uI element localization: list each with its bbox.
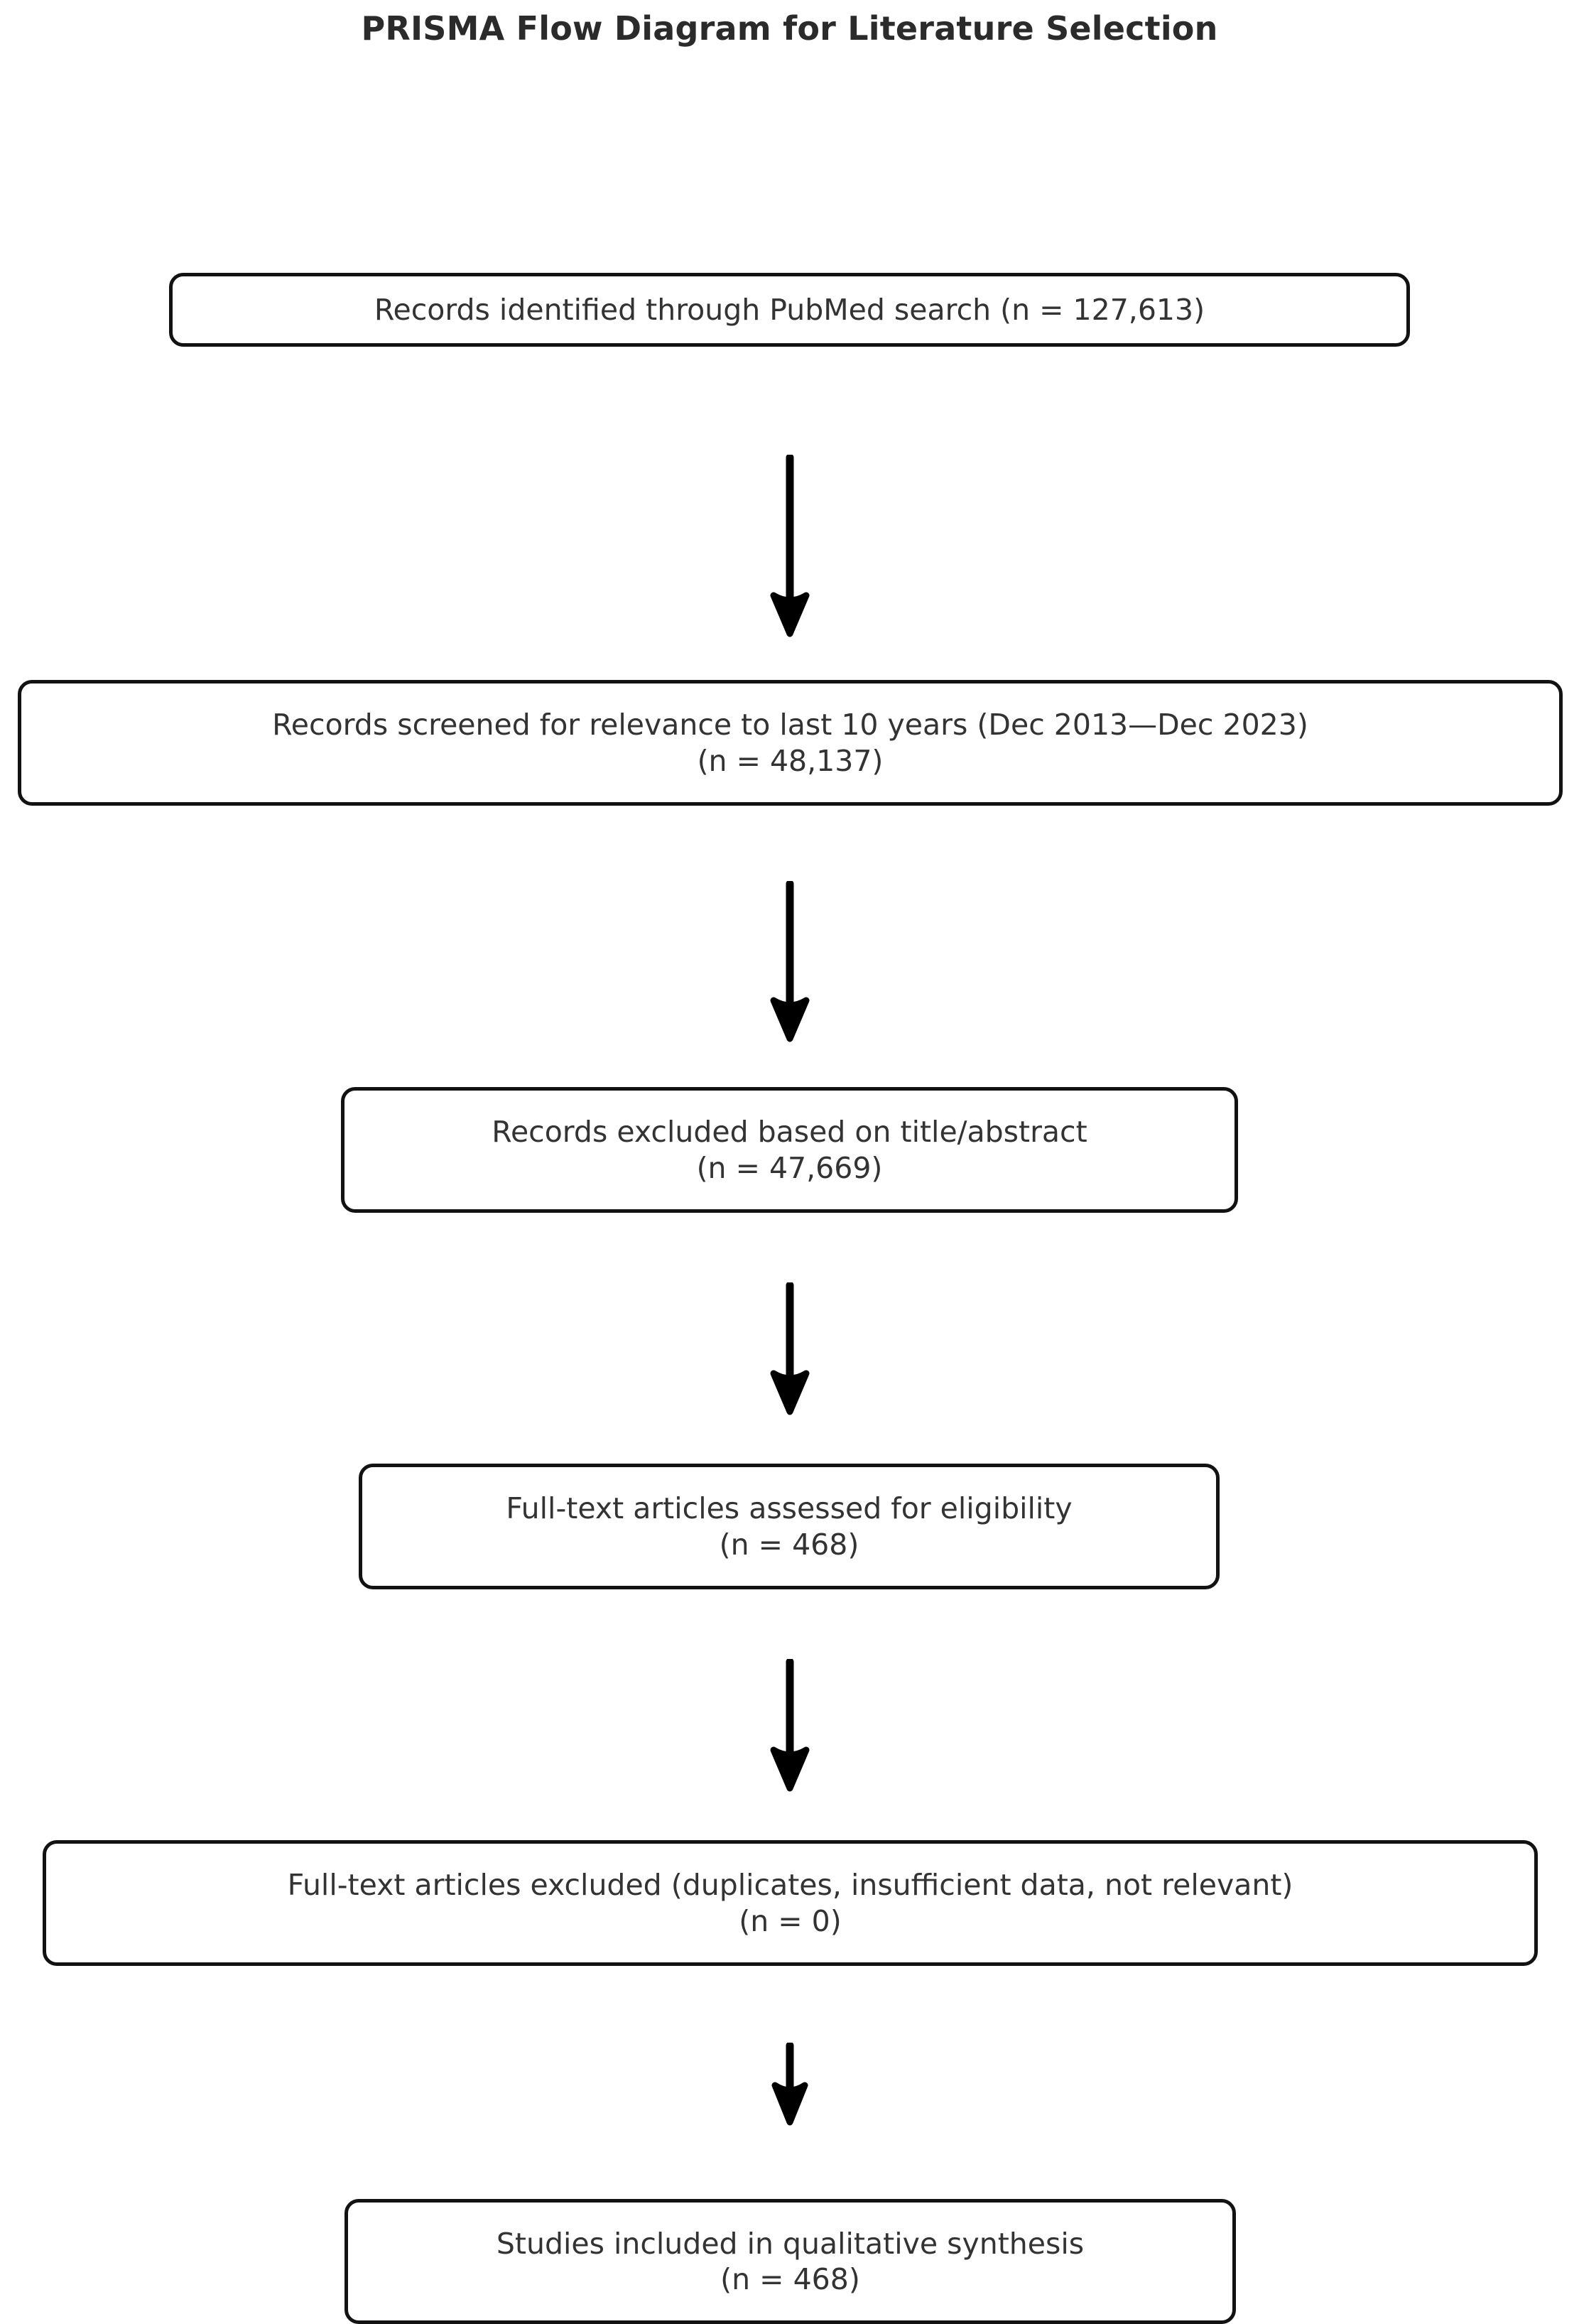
arrow-down-icon-2: [769, 881, 811, 1044]
arrow-down-icon-4: [769, 1659, 811, 1794]
flow-box-label: Full-text articles excluded (duplicates,…: [287, 1868, 1293, 1938]
flow-box-label: Records excluded based on title/abstract…: [492, 1115, 1087, 1185]
flow-box-label: Full-text articles assessed for eligibil…: [506, 1491, 1073, 1562]
flow-box-label: Records identified through PubMed search…: [374, 292, 1205, 327]
arrow-down-icon-5: [769, 2043, 811, 2128]
page-title: PRISMA Flow Diagram for Literature Selec…: [361, 9, 1218, 48]
flow-box-label: Records screened for relevance to last 1…: [272, 708, 1308, 778]
flow-box-records-excluded-title-abstract: Records excluded based on title/abstract…: [341, 1087, 1238, 1213]
flow-box-full-text-assessed: Full-text articles assessed for eligibil…: [359, 1464, 1220, 1589]
arrow-down-icon-3: [769, 1282, 811, 1417]
flow-box-records-screened: Records screened for relevance to last 1…: [18, 680, 1563, 806]
flow-box-records-identified: Records identified through PubMed search…: [169, 273, 1410, 347]
flow-box-studies-included: Studies included in qualitative synthesi…: [344, 2199, 1236, 2324]
arrow-down-icon-1: [769, 455, 811, 639]
flow-box-label: Studies included in qualitative synthesi…: [496, 2226, 1085, 2296]
flow-box-full-text-excluded: Full-text articles excluded (duplicates,…: [43, 1840, 1538, 1966]
